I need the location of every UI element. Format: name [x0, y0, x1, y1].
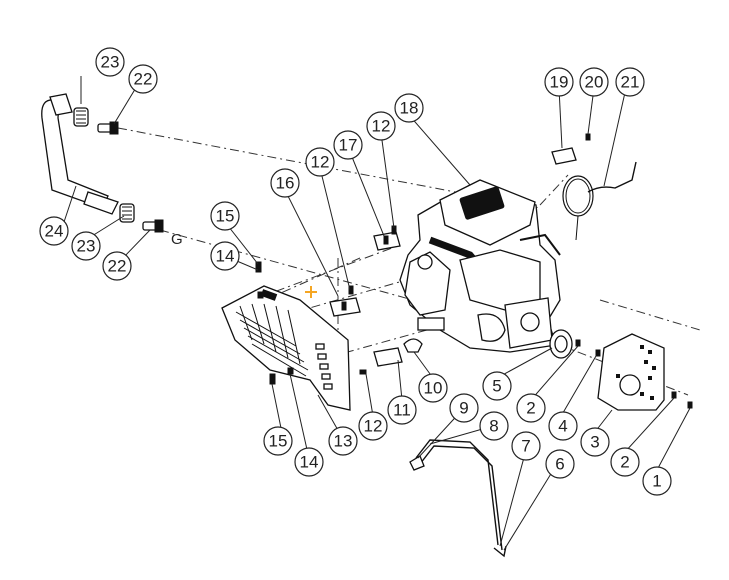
callout-4: 4 — [548, 411, 578, 441]
svg-text:10: 10 — [424, 379, 443, 398]
part-screw-1 — [687, 401, 693, 409]
callout-9: 9 — [449, 393, 479, 423]
part-bracket-17 — [373, 231, 401, 251]
callout-22: 22 — [102, 251, 132, 281]
callout-19: 19 — [544, 67, 574, 97]
part-pipe-24 — [41, 93, 119, 215]
callout-6: 6 — [545, 449, 575, 479]
part-bracket-11 — [373, 347, 403, 367]
part-bracket-16 — [329, 297, 361, 317]
callout-12: 12 — [305, 147, 335, 177]
part-screw-4 — [575, 339, 581, 347]
part-cable-21 — [562, 161, 637, 241]
part-switch-19 — [551, 133, 591, 165]
callout-15: 15 — [210, 201, 240, 231]
svg-text:15: 15 — [216, 207, 235, 226]
callout-8: 8 — [479, 411, 509, 441]
svg-text:17: 17 — [339, 136, 358, 155]
part-fuel-cap-5 — [549, 329, 573, 359]
svg-text:18: 18 — [400, 99, 419, 118]
callout-24: 24 — [39, 216, 69, 246]
crosshair-marker-icon — [305, 286, 317, 298]
svg-text:20: 20 — [585, 73, 604, 92]
callout-5: 5 — [482, 371, 512, 401]
callout-22: 22 — [128, 64, 158, 94]
svg-text:16: 16 — [276, 174, 295, 193]
callout-18: 18 — [394, 93, 424, 123]
svg-text:4: 4 — [558, 417, 567, 436]
svg-text:13: 13 — [334, 432, 353, 451]
callout-14: 14 — [294, 447, 324, 477]
svg-text:14: 14 — [216, 247, 235, 266]
part-screw-2-b — [671, 391, 677, 399]
callout-21: 21 — [615, 67, 645, 97]
svg-text:22: 22 — [134, 70, 153, 89]
part-shroud-3 — [597, 333, 665, 411]
part-collar-23-bottom — [119, 203, 135, 223]
callout-23: 23 — [95, 47, 125, 77]
svg-text:8: 8 — [489, 417, 498, 436]
part-screw-12-a — [348, 285, 354, 295]
callout-3: 3 — [580, 427, 610, 457]
part-frame-6-7-8-9 — [409, 439, 507, 558]
part-cap-10 — [403, 338, 423, 353]
svg-text:23: 23 — [101, 53, 120, 72]
svg-text:19: 19 — [550, 73, 569, 92]
callout-10: 10 — [418, 373, 448, 403]
svg-text:1: 1 — [652, 472, 661, 491]
svg-text:23: 23 — [77, 237, 96, 256]
svg-text:3: 3 — [590, 433, 599, 452]
part-fitting-22-top — [97, 121, 119, 135]
svg-text:14: 14 — [300, 453, 319, 472]
callout-20: 20 — [579, 67, 609, 97]
svg-text:11: 11 — [393, 401, 411, 420]
callout-15: 15 — [263, 426, 293, 456]
svg-text:12: 12 — [311, 153, 330, 172]
part-collar-23-top — [73, 107, 89, 127]
svg-text:9: 9 — [459, 399, 468, 418]
callout-23: 23 — [71, 231, 101, 261]
svg-text:21: 21 — [621, 73, 640, 92]
part-screw-2-a — [595, 349, 601, 357]
callout-2: 2 — [516, 393, 546, 423]
svg-text:6: 6 — [555, 455, 564, 474]
leader-lines — [63, 76, 691, 551]
svg-text:2: 2 — [526, 399, 535, 418]
callout-1: 1 — [642, 466, 672, 496]
callout-17: 17 — [333, 130, 363, 160]
svg-text:15: 15 — [269, 432, 288, 451]
callout-11: 11 — [387, 395, 417, 425]
callout-12: 12 — [358, 411, 388, 441]
svg-text:5: 5 — [492, 377, 501, 396]
connector-label: G — [171, 231, 183, 248]
svg-text:22: 22 — [108, 257, 127, 276]
part-engine-18 — [399, 179, 561, 353]
callout-14: 14 — [210, 241, 240, 271]
part-fitting-22-bottom — [142, 219, 164, 233]
svg-text:7: 7 — [521, 437, 530, 456]
part-screw-12-c — [359, 369, 367, 375]
svg-text:2: 2 — [620, 453, 629, 472]
callout-2: 2 — [610, 447, 640, 477]
callout-16: 16 — [270, 168, 300, 198]
svg-text:12: 12 — [364, 417, 383, 436]
svg-text:24: 24 — [45, 222, 64, 241]
part-screw-20 — [585, 133, 591, 141]
callout-7: 7 — [511, 431, 541, 461]
callout-12: 12 — [366, 111, 396, 141]
svg-text:12: 12 — [372, 117, 391, 136]
callout-13: 13 — [328, 426, 358, 456]
